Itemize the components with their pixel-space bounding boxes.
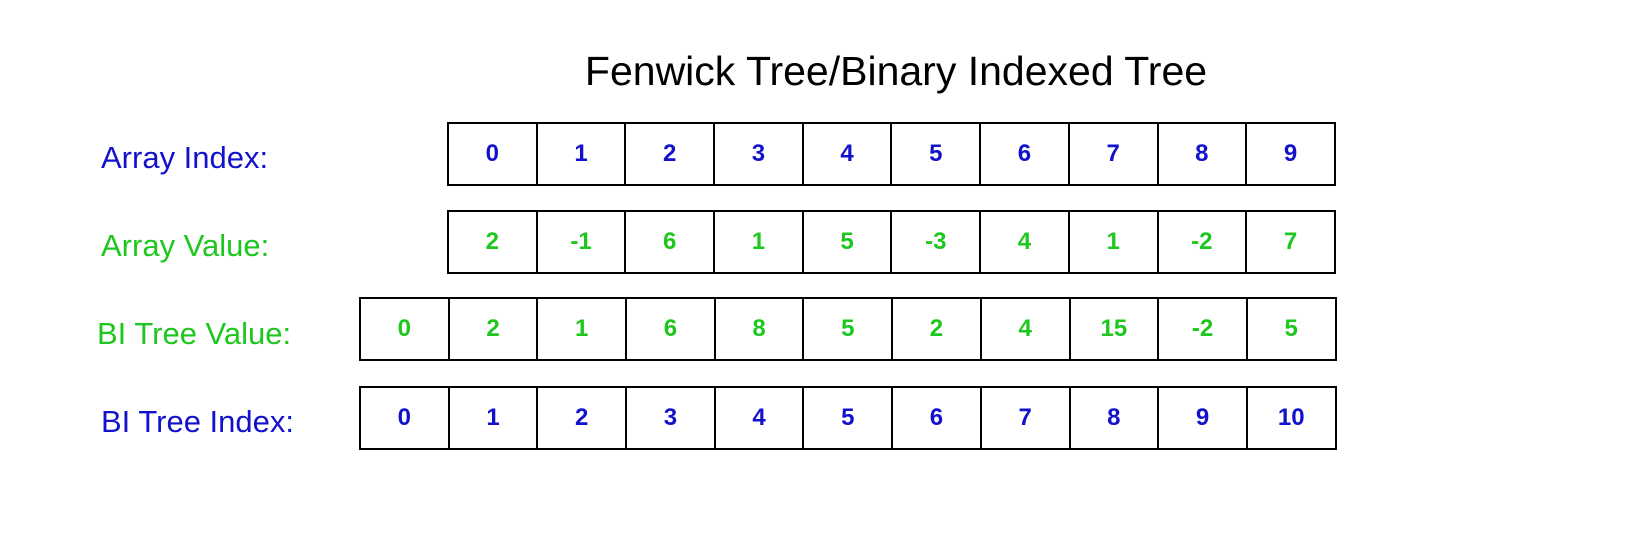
cell: 4 <box>982 299 1071 359</box>
cell: 8 <box>1159 124 1248 184</box>
cell: 5 <box>1248 299 1337 359</box>
cell: 3 <box>715 124 804 184</box>
row-label-array-value: Array Value: <box>101 228 270 263</box>
cell: 5 <box>804 388 894 448</box>
row-label-bi-tree-index: BI Tree Index: <box>101 404 294 439</box>
cell: 8 <box>716 299 805 359</box>
cell: 6 <box>981 124 1070 184</box>
cell: 5 <box>892 124 982 184</box>
cell: 1 <box>538 299 628 359</box>
cell: 10 <box>1248 388 1337 448</box>
cell: 2 <box>538 388 628 448</box>
cell: 6 <box>626 212 716 272</box>
cell: 9 <box>1247 124 1336 184</box>
cell: 2 <box>893 299 982 359</box>
cell: 7 <box>982 388 1071 448</box>
cell: -1 <box>538 212 627 272</box>
cell: 0 <box>449 124 538 184</box>
row-label-array-index: Array Index: <box>101 140 269 175</box>
cell: 2 <box>449 212 538 272</box>
cell: 6 <box>627 299 716 359</box>
cell: 4 <box>804 124 893 184</box>
cell: 2 <box>450 299 539 359</box>
cell: 0 <box>361 299 450 359</box>
cell: -2 <box>1159 299 1248 359</box>
cell: 4 <box>716 388 805 448</box>
cell: 1 <box>538 124 627 184</box>
cell: 5 <box>804 299 894 359</box>
cell: 7 <box>1247 212 1336 272</box>
row-label-bi-tree-value: BI Tree Value: <box>97 316 292 351</box>
cell: 1 <box>1070 212 1159 272</box>
cell: 6 <box>893 388 982 448</box>
cell: 4 <box>981 212 1070 272</box>
cell: -2 <box>1159 212 1248 272</box>
cell: 0 <box>361 388 450 448</box>
cell: -3 <box>892 212 982 272</box>
cell: 3 <box>627 388 716 448</box>
cell: 1 <box>450 388 539 448</box>
diagram-title: Fenwick Tree/Binary Indexed Tree <box>584 48 1208 94</box>
cell: 7 <box>1070 124 1159 184</box>
cell: 2 <box>626 124 716 184</box>
cell: 8 <box>1071 388 1160 448</box>
cell: 5 <box>804 212 893 272</box>
cell: 9 <box>1159 388 1248 448</box>
cell: 1 <box>715 212 804 272</box>
cell: 15 <box>1071 299 1160 359</box>
